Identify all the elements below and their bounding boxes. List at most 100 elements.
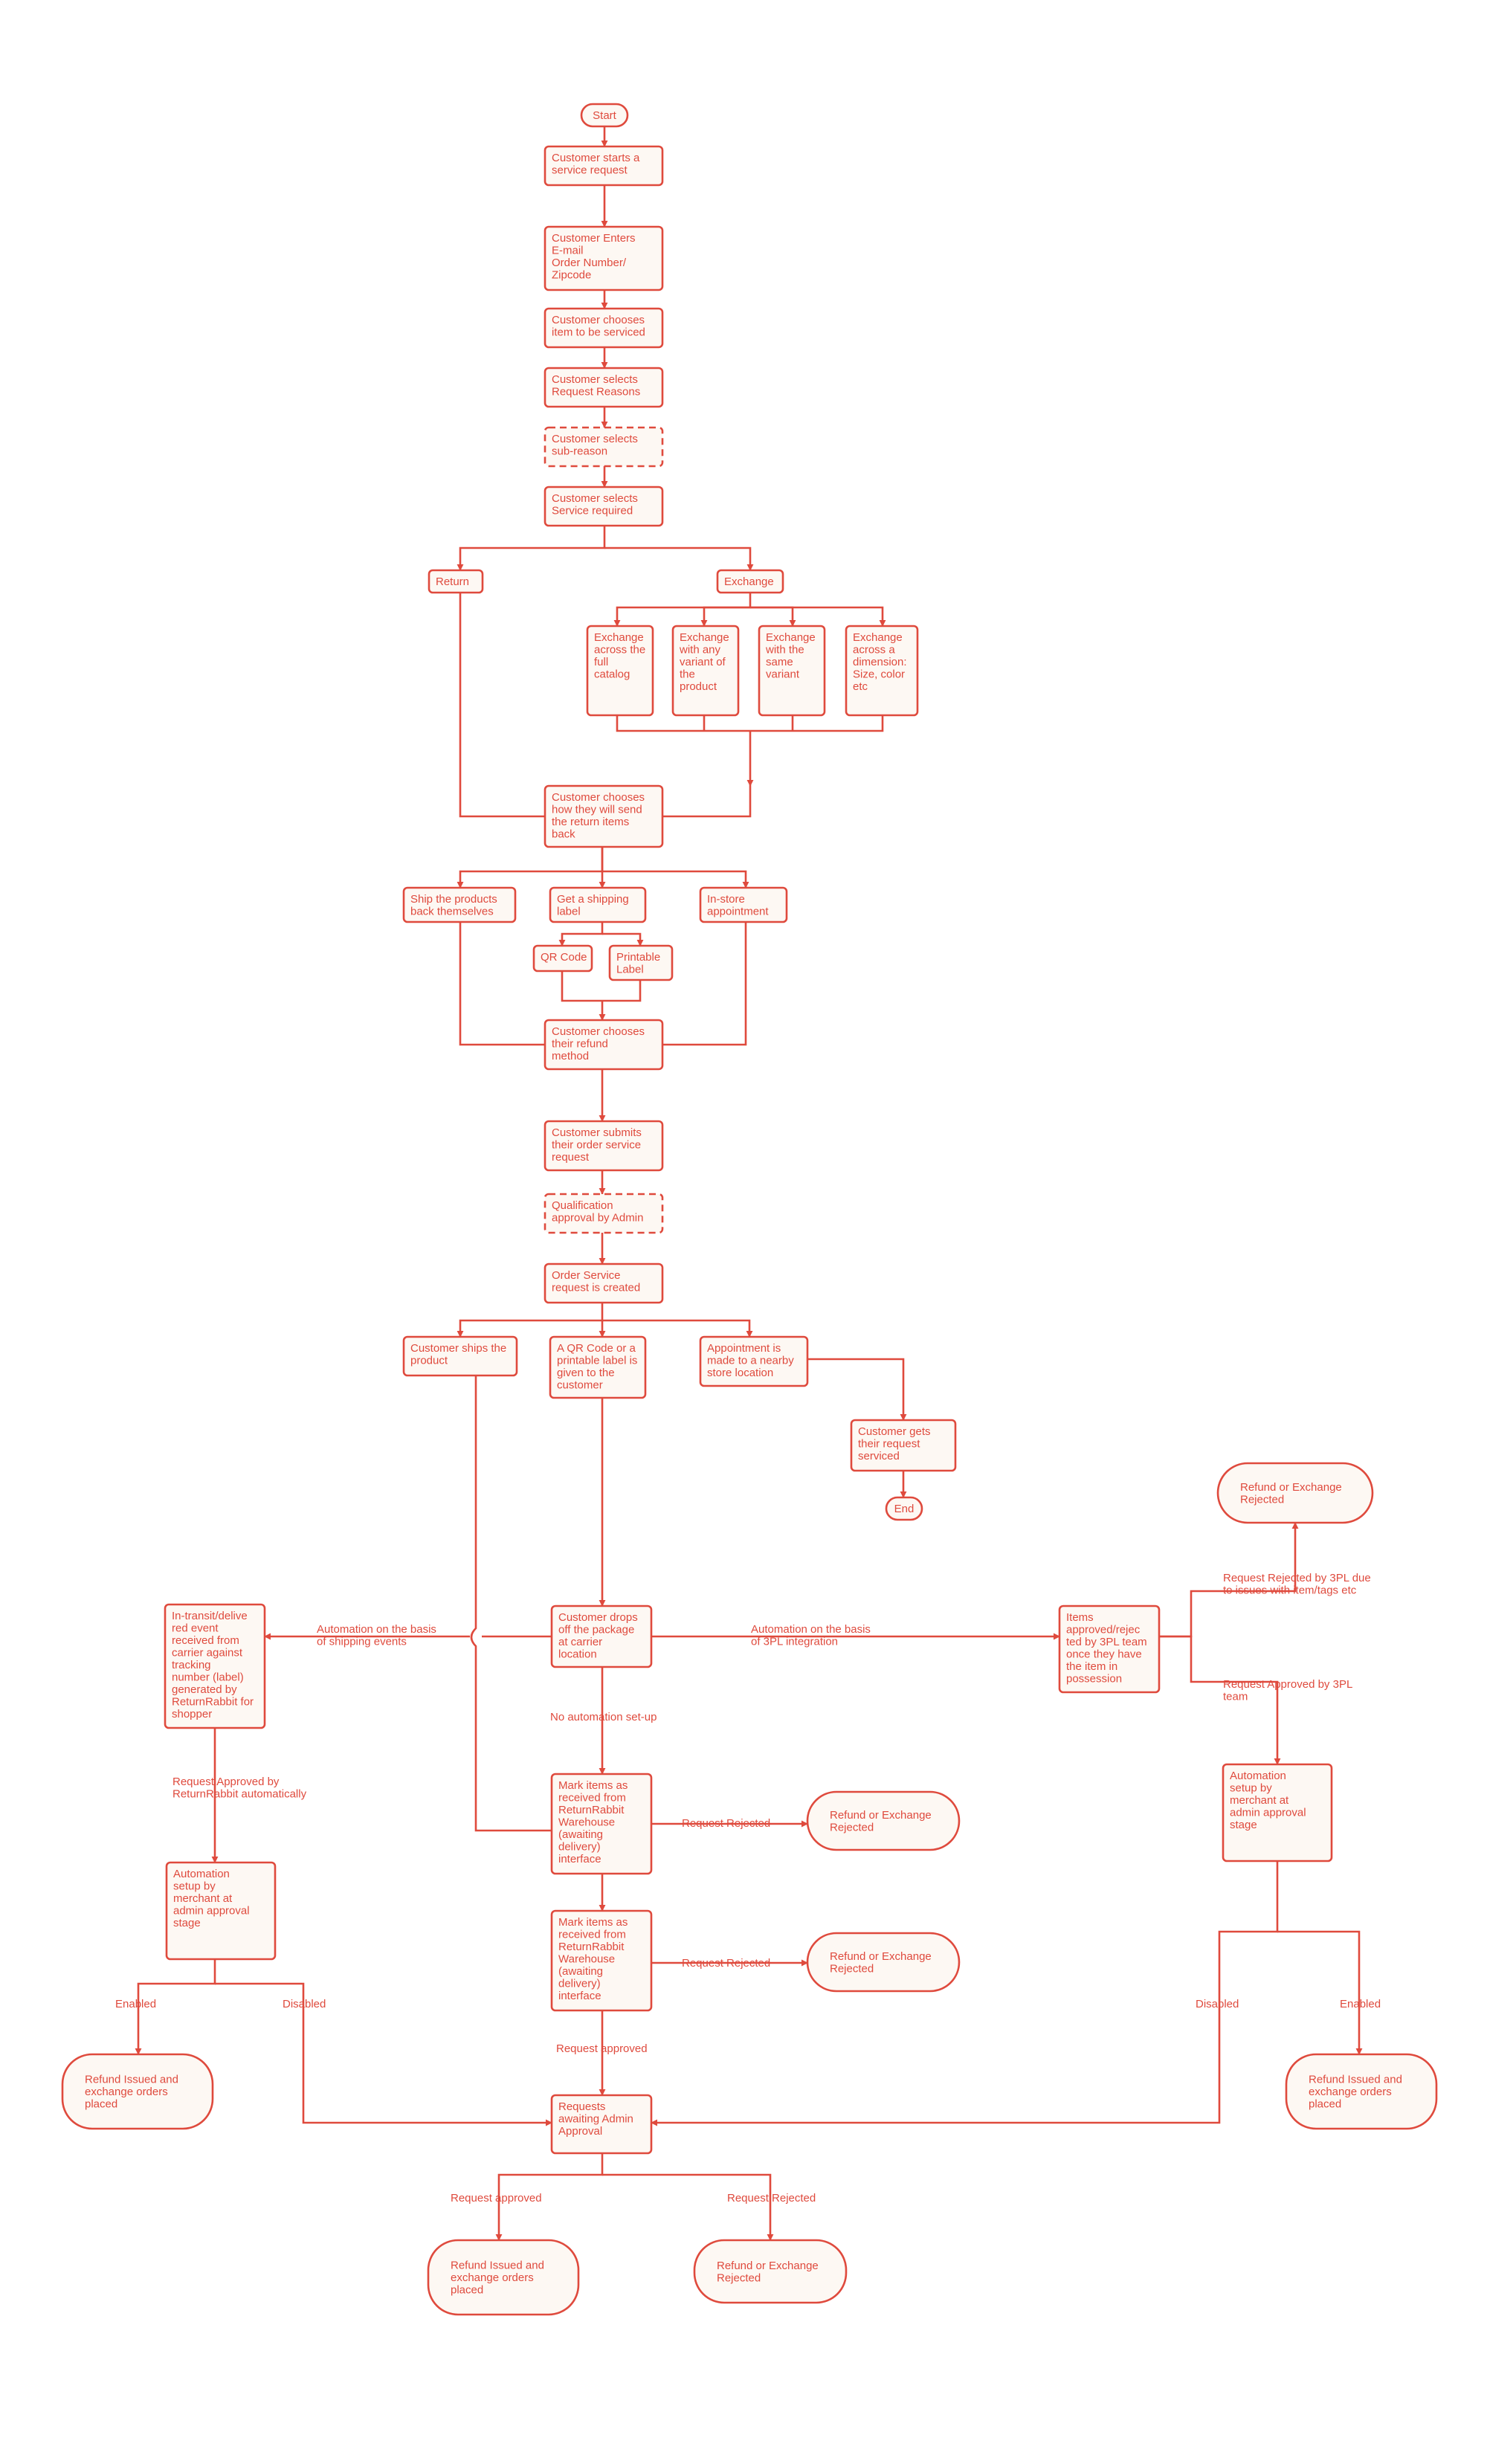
node-reasons-line-1: Customer selects [552,373,638,386]
edge-label-disabled-right-line-1: Disabled [1196,1998,1239,2010]
node-auto-left-line-4: admin approval [173,1905,250,1918]
node-mark2-line-3: ReturnRabbit [558,1941,625,1953]
edge-label-req-rej-bottom: Request Rejected [727,2192,816,2205]
node-qr-shape [532,944,593,973]
node-qr-given-line-2: printable label is [557,1355,637,1367]
node-ex-variant-line-5: product [680,680,717,693]
node-subreason-shape [543,426,664,468]
node-start: Start [580,103,629,128]
node-serviced-shape [850,1419,957,1472]
node-transit-line-8: ReturnRabbit for [172,1696,254,1709]
node-rej-bottom-line-2: Rejected [717,2271,761,2284]
node-send-back-line-1: Customer chooses [552,791,645,804]
node-refund-right-line-2: exchange orders [1309,2086,1392,2098]
node-serviced-line-2: their request [858,1438,920,1451]
node-rej-m2-line-2: Rejected [830,1962,874,1975]
node-starts-shape [543,145,664,187]
node-rej-bottom-shape [693,2239,848,2304]
node-mark1-line-3: ReturnRabbit [558,1804,625,1816]
node-refund-method-shape [543,1019,664,1071]
node-appt-line-3: store location [707,1367,773,1379]
node-item-shape [543,307,664,349]
node-created-shape [543,1262,664,1304]
node-transit-line-9: shopper [172,1708,212,1720]
node-qualification-line-2: approval by Admin [552,1212,643,1225]
node-send-back-shape [543,784,664,848]
node-appt-line-1: Appointment is [707,1342,781,1355]
node-mark1-shape [550,1773,653,1875]
node-return: Return [428,569,484,594]
node-transit-line-2: red event [172,1622,219,1635]
node-refund-left-shape [61,2053,214,2130]
edge-label-rej-3pl-line-1: Request Rejected by 3PL due [1223,1572,1371,1584]
connector-12 [750,606,886,627]
node-created-line-1: Order Service [552,1269,621,1282]
connector-26 [459,922,545,1046]
node-drops-line-1: Customer drops [558,1611,638,1624]
node-ship-self-line-2: back themselves [410,906,494,918]
edge-label-req-rej-2: Request Rejected [682,1957,770,1970]
edge-label-appr-rr-line-1: Request Approved by [172,1776,280,1788]
node-auto-left-line-1: Automation [173,1868,230,1880]
node-mark2-line-4: Warehouse [558,1953,615,1966]
node-qr-given-shape [549,1335,647,1399]
connector-13 [616,715,884,732]
node-send-back-line-2: how they will send [552,804,642,816]
node-exchange-line-1: Exchange [724,575,774,588]
connector-17 [459,593,545,818]
node-qualification-line-1: Qualification [552,1199,613,1212]
node-rej-top-line-1: Refund or Exchange [1240,1481,1342,1494]
node-drops-shape [550,1604,653,1668]
edge-label-no-auto-line-1: No automation set-up [550,1711,657,1723]
node-mark1-line-7: interface [558,1853,601,1865]
node-transit-line-3: received from [172,1634,239,1647]
node-reasons-line-2: Request Reasons [552,386,640,399]
connector-41 [1159,1635,1281,1765]
node-rej-m1-shape [806,1790,961,1851]
node-end-shape [885,1496,923,1521]
edge-label-appr-3pl-line-1: Request Approved by 3PL [1223,1678,1352,1691]
edge-label-enabled-right-line-1: Enabled [1340,1998,1381,2010]
node-shipping-label-line-2: label [557,906,581,918]
node-refund-bottom-line-3: placed [451,2284,483,2297]
node-ships-line-2: product [410,1355,448,1367]
node-refund-bottom-line-2: exchange orders [451,2271,534,2284]
node-refund-method-line-1: Customer chooses [552,1025,645,1038]
node-start-line-1: Start [593,109,617,122]
connector-48 [135,1959,216,2055]
node-ship-self-shape [402,886,517,923]
node-refund-left-line-1: Refund Issued and [85,2074,178,2086]
node-ex-dimension-line-2: across a [853,644,895,657]
edge-label-auto-shipping-line-2: of shipping events [317,1636,407,1648]
edge-label-req-appr-mid: Request approved [556,2042,648,2055]
node-awaiting-shape [550,2094,653,2155]
node-mark1-line-4: Warehouse [558,1816,615,1829]
node-enters-shape [543,225,664,291]
node-mark1-line-2: received from [558,1792,626,1805]
node-ex-variant-line-2: with any [679,644,721,657]
